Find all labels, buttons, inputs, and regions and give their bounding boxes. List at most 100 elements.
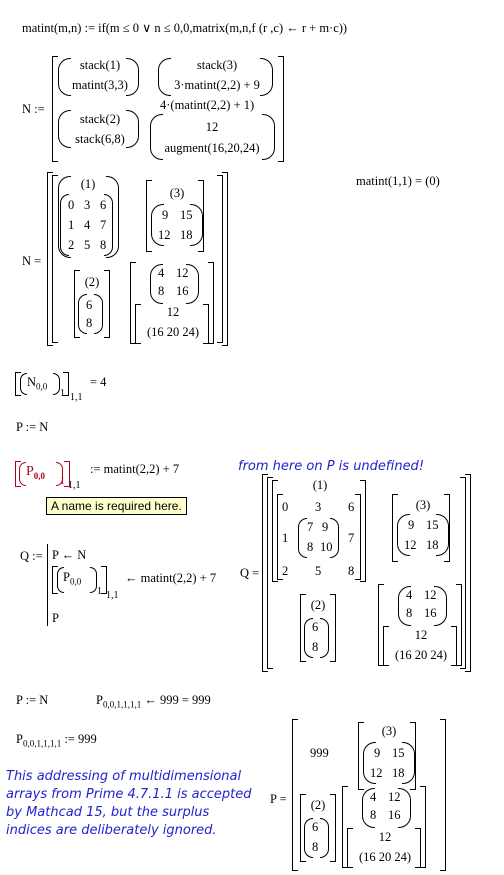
m2-top: (3) [169,186,185,200]
p-m4-cell: 12 [388,790,401,804]
p-m3-top: (2) [310,798,326,812]
cell-stack68: stack(6,8) [75,132,125,146]
q-m4-cell: 12 [424,588,437,602]
m1-cell: 0 [68,198,75,212]
p3-rhs: := 999 [64,732,97,746]
n-sub-index3: 1,1 [70,392,83,403]
p3-index: 0,0,1,1,1,1 [22,738,62,749]
q-l2-index: 0,0 [69,576,82,587]
n-define-label: N := [22,102,45,116]
p-m4-row: (16 20 24) [358,850,412,864]
matint-definition[interactable]: matint(m,n) := if(m ≤ 0 ∨ n ≤ 0,0,matrix… [22,21,348,35]
p-m3-cell: 8 [312,840,319,854]
m1-cell: 2 [68,238,75,252]
p-assign-2[interactable]: P := N [16,693,49,707]
p-m4-cell: 16 [388,808,401,822]
p-assign-1[interactable]: P := N [16,420,49,434]
cell-stack2: stack(2) [79,112,121,126]
q-line3[interactable]: P [52,611,59,625]
q-cell: 7 [348,531,355,545]
p-cell-999: 999 [310,746,329,760]
q-m4-cell: 4 [406,588,413,602]
q-l2-base: P [63,570,70,584]
note-line: This addressing of multidimensional [6,769,242,784]
m2-cell: 9 [162,208,169,222]
m4-cell: 12 [176,266,189,280]
q-m2-cell: 15 [426,518,439,532]
cell-stack3: stack(3) [196,58,238,72]
m4-cell: 16 [176,284,189,298]
m1-cell: 8 [100,238,107,252]
p-m2-cell: 15 [392,746,405,760]
p2-index: 0,0,1,1,1,1 [102,699,142,710]
m1-cell: 1 [68,218,75,232]
p-m2-top: (3) [381,724,397,738]
p-m4-cell: 4 [370,790,377,804]
q-cell: 8 [307,540,314,554]
q-l2-index3: 1,1 [106,590,119,601]
program-bar [47,544,48,626]
cell-4matint: 4·(matint(2,2) + 1) [160,98,255,112]
q-cell: 10 [320,540,333,554]
note-line: indices are deliberately ignored. [6,823,217,838]
p-local-assign[interactable]: P0,0,1,1,1,1 ← 999 = 999 [96,693,211,710]
q-cell: 2 [282,564,289,578]
cell-stack1: stack(1) [79,58,121,72]
p-red-index2: 1 [60,476,65,487]
p-global-assign[interactable]: P0,0,1,1,1,1 := 999 [16,732,97,749]
q-m2-cell: 18 [426,538,439,552]
q-m2-cell: 9 [408,518,415,532]
q-line1[interactable]: P ← N [52,548,87,562]
q-m4-cell: 8 [406,606,413,620]
p2-rhs: ← 999 = 999 [144,693,211,707]
m1-cell: 5 [84,238,91,252]
matint11-eval[interactable]: matint(1,1) = (0) [356,174,440,188]
q-m4-cell: 16 [424,606,437,620]
m2-cell: 15 [180,208,193,222]
cell-3matint: 3·matint(2,2) + 9 [174,78,260,92]
q-l2-index2: 1 [97,586,102,597]
q-cell: 0 [282,500,289,514]
q-m2-top: (3) [415,498,431,512]
note-undefined: from here on P is undefined! [238,459,425,474]
p-m2-cell: 18 [392,766,405,780]
n-sub-result: = 4 [90,375,107,389]
p-red-index: 0,0 [33,470,46,481]
q-m3-cell: 6 [312,620,319,634]
q-m3-cell: 8 [312,640,319,654]
p3-base: P [16,732,23,746]
m4-row: (16 20 24) [146,325,200,339]
q-m4-cell: 12 [414,628,428,642]
m1-top: (1) [80,177,96,191]
q-cell: 1 [282,531,289,545]
error-tooltip: A name is required here. [46,497,187,515]
p-red-index3: 1,1 [68,480,81,491]
m1-cell: 4 [84,218,91,232]
m3-top: (2) [84,275,100,289]
p2-base: P [96,693,103,707]
p-eval-label: P = [270,792,287,806]
p-m2-cell: 9 [374,746,381,760]
p-red-rhs: := matint(2,2) + 7 [90,462,180,476]
q-cell: 3 [315,500,322,514]
m2-cell: 12 [158,228,171,242]
m3-cell: 6 [86,298,93,312]
q-cell: 5 [315,564,322,578]
q-cell: 9 [322,520,329,534]
n-sub-index2: 1 [60,388,65,399]
p-m2-cell: 12 [370,766,383,780]
q-define-label: Q := [20,549,43,563]
cell-augment: augment(16,20,24) [164,141,260,155]
m2-cell: 18 [180,228,193,242]
n-sub-base: N [27,375,37,389]
m4-cell: 8 [158,284,165,298]
n-eval-label: N = [22,254,42,268]
m1-cell: 7 [100,218,107,232]
q-m3-top: (2) [310,598,326,612]
p-m4-cell: 8 [370,808,377,822]
note-line: by Mathcad 15, but the surplus [6,805,210,820]
p-m3-cell: 6 [312,820,319,834]
q-l2-rhs: ← matint(2,2) + 7 [125,571,217,585]
note-addressing: This addressing of multidimensional arra… [6,768,251,840]
q-top: (1) [312,478,328,492]
